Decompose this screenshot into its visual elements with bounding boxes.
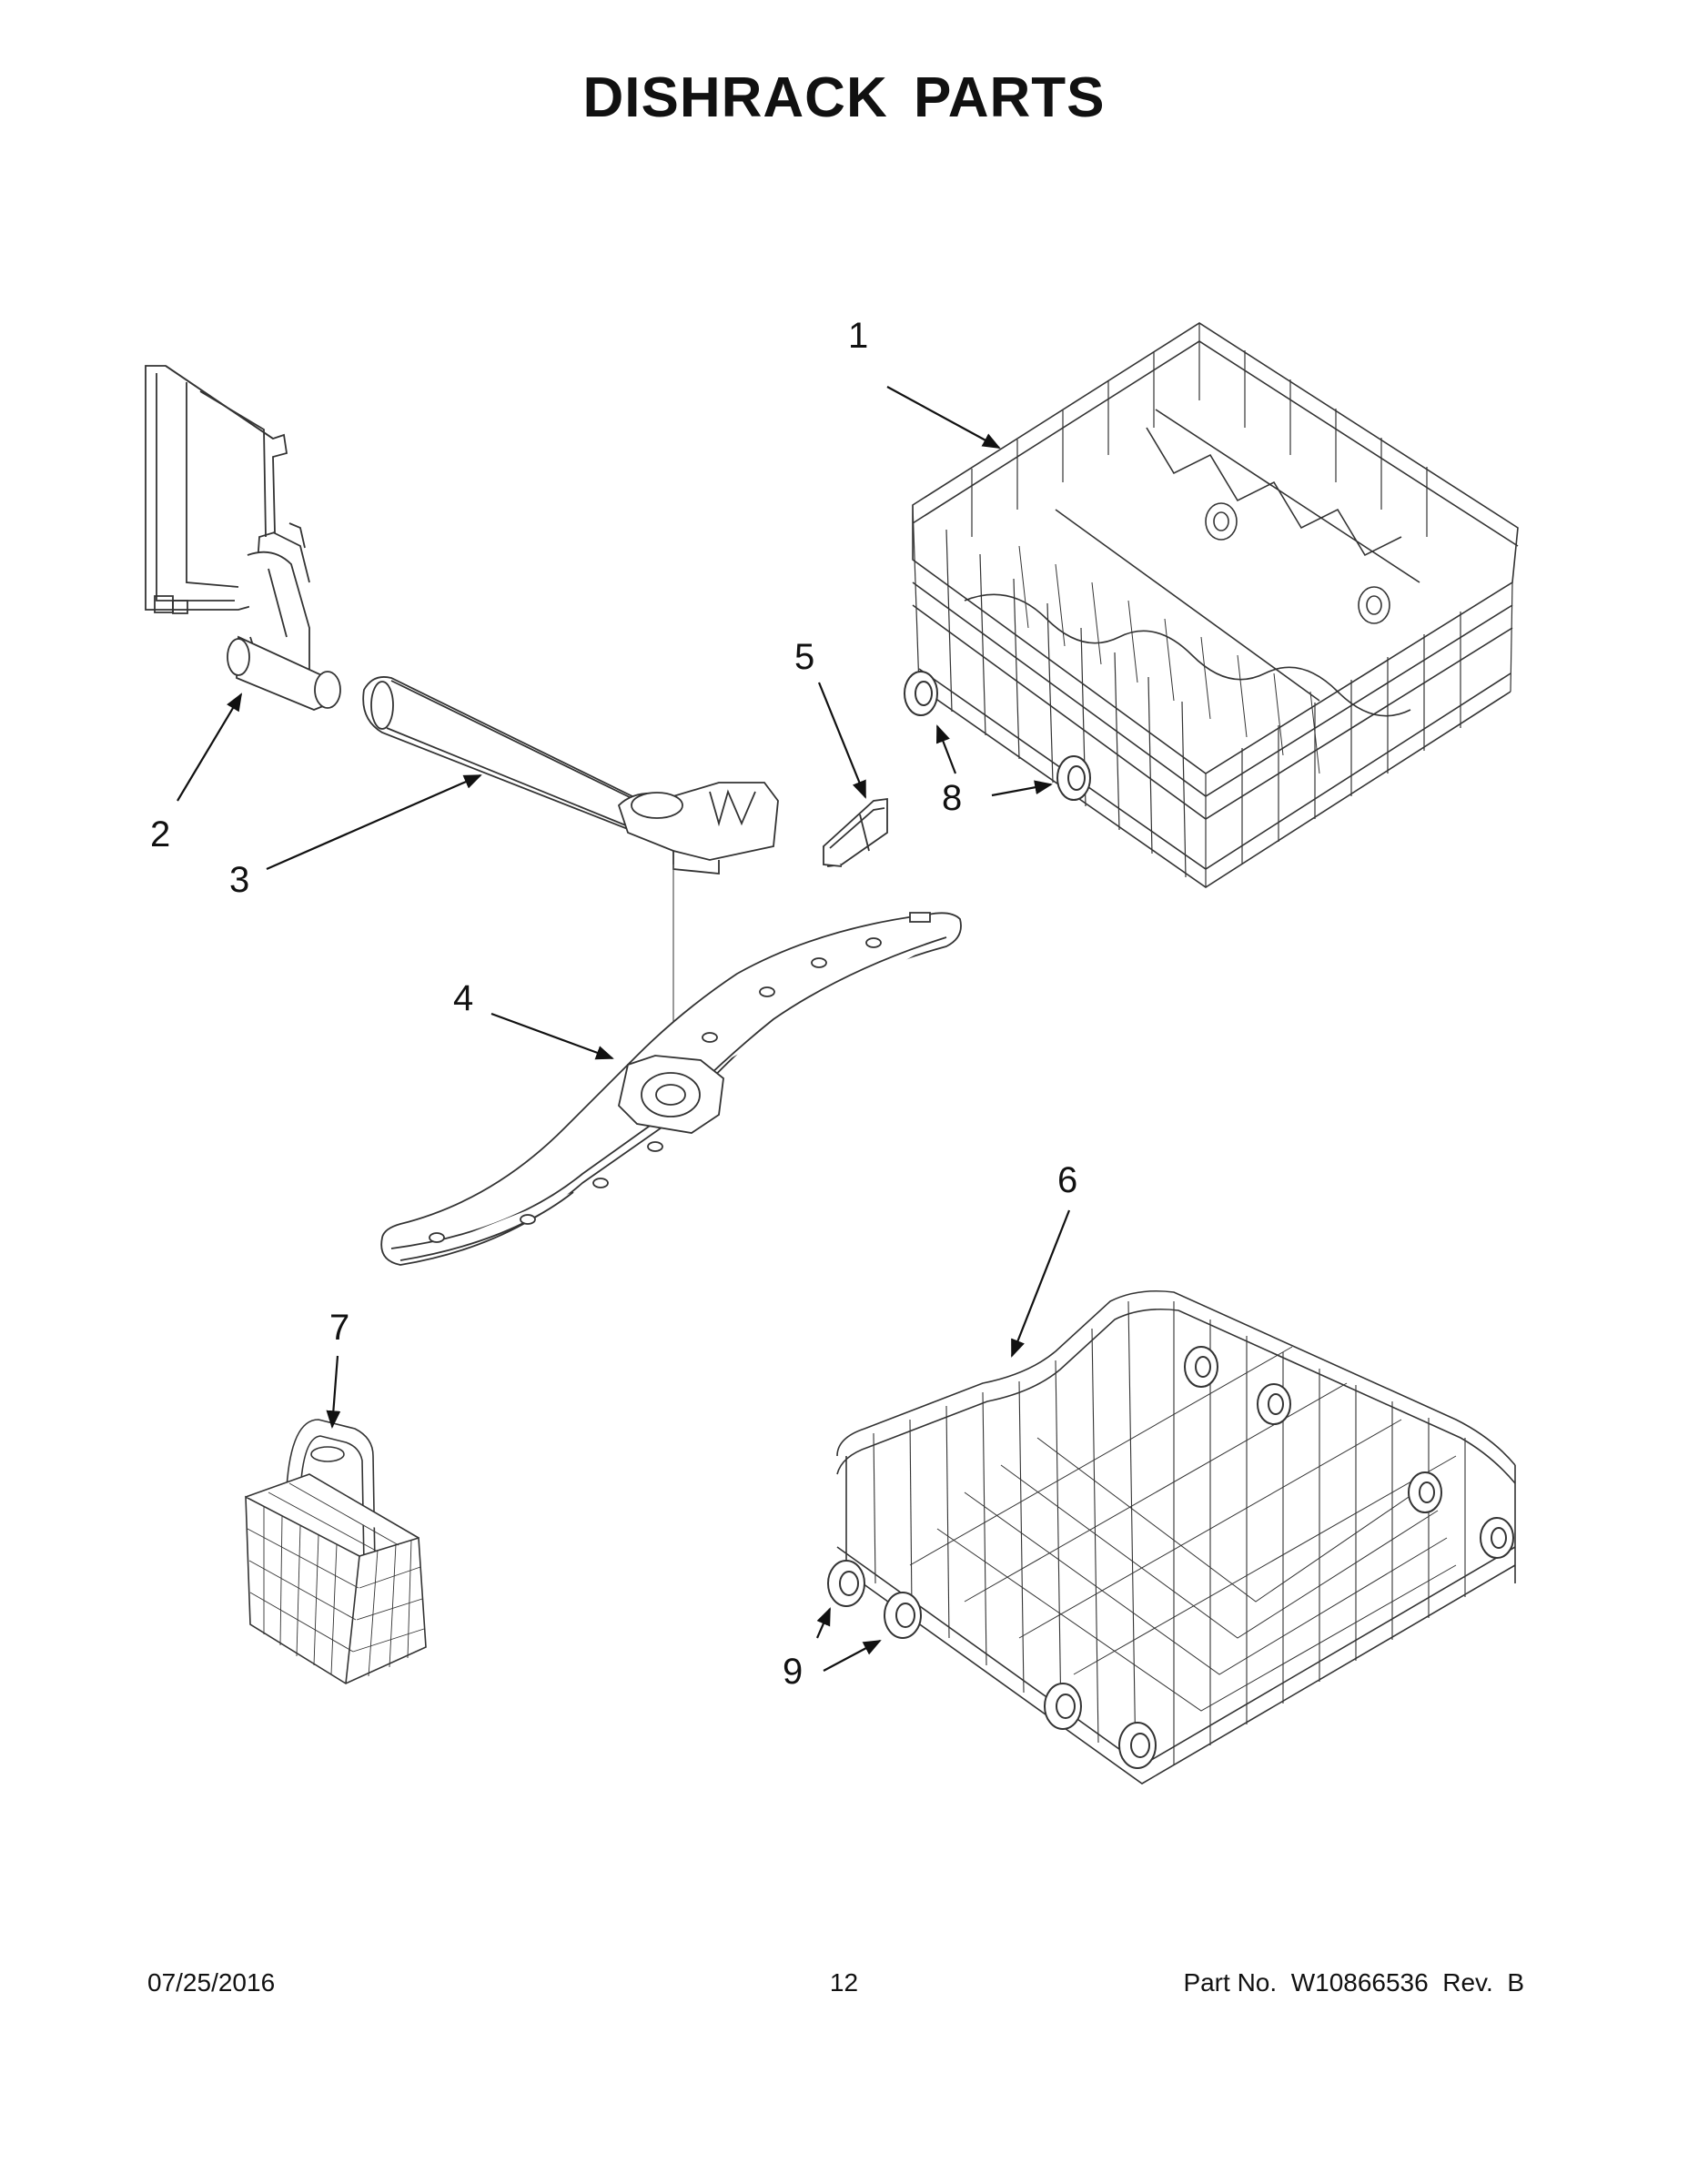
footer-date: 07/25/2016 bbox=[147, 1968, 276, 1997]
lower-spray-arm-part bbox=[381, 913, 961, 1265]
callout-5: 5 bbox=[794, 637, 814, 677]
callout-arrow-4 bbox=[490, 1012, 614, 1060]
upper-rack-wheel-part bbox=[905, 672, 1090, 800]
callout-2: 2 bbox=[150, 814, 170, 854]
callout-8: 8 bbox=[942, 778, 962, 818]
callout-arrow-5 bbox=[817, 682, 867, 799]
spray-arm-tube-part bbox=[363, 677, 778, 874]
callout-3: 3 bbox=[229, 860, 249, 900]
callout-4: 4 bbox=[453, 978, 473, 1018]
callout-arrow-8b bbox=[991, 780, 1053, 797]
callout-6: 6 bbox=[1057, 1160, 1077, 1200]
callout-arrow-3 bbox=[266, 774, 482, 871]
silverware-basket-part bbox=[246, 1420, 426, 1684]
lower-dishrack-part bbox=[837, 1291, 1515, 1784]
callout-1: 1 bbox=[848, 316, 868, 356]
callout-arrow-8a bbox=[935, 724, 957, 774]
callout-arrow-2 bbox=[177, 693, 243, 802]
callout-9: 9 bbox=[783, 1652, 803, 1692]
page-title: DISHRACK PARTS bbox=[582, 66, 1106, 129]
lower-rack-wheel-part bbox=[828, 1561, 1156, 1768]
callout-labels: 1 2 3 4 5 6 7 8 9 bbox=[150, 316, 1077, 1692]
callout-arrow-9b bbox=[823, 1640, 882, 1672]
callout-arrow-1 bbox=[886, 386, 1001, 449]
callout-arrows bbox=[177, 386, 1071, 1672]
footer-page-number: 12 bbox=[829, 1968, 859, 1997]
callout-arrow-6 bbox=[1010, 1209, 1071, 1358]
footer-part-number: Part No. W10866536 Rev. B bbox=[1183, 1968, 1524, 1997]
manifold-part bbox=[146, 366, 340, 710]
callout-arrow-7 bbox=[326, 1355, 341, 1429]
callout-7: 7 bbox=[329, 1308, 349, 1348]
callout-arrow-9a bbox=[815, 1607, 832, 1639]
rack-insert-part bbox=[824, 799, 887, 866]
upper-dishrack-part bbox=[913, 323, 1518, 887]
